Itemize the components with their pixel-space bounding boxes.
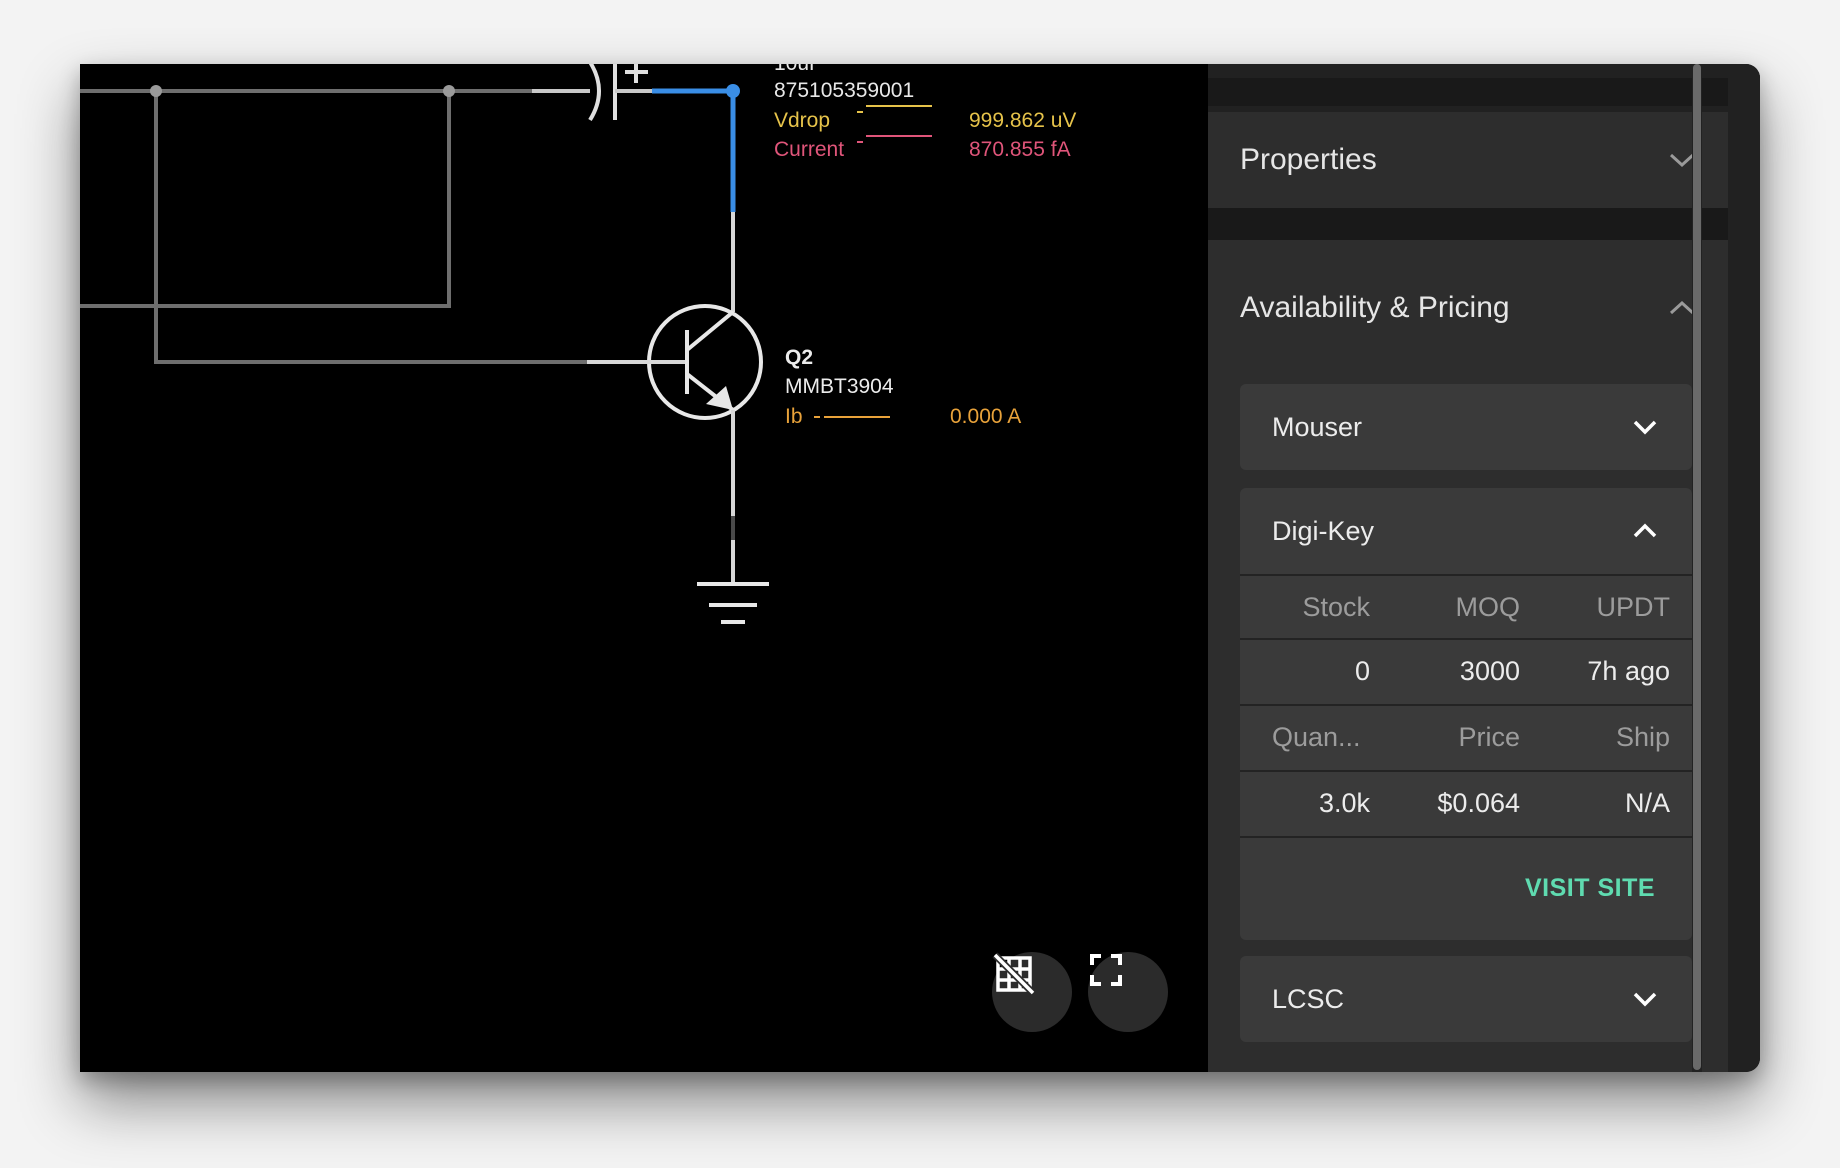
panel-divider [1208, 78, 1728, 106]
table-row-header-1: Stock MOQ UPDT [1240, 574, 1692, 638]
distributor-header-digikey[interactable]: Digi-Key [1240, 488, 1692, 574]
panel-divider [1208, 208, 1728, 240]
capacitor-symbol [532, 64, 652, 120]
price-value: $0.064 [1370, 788, 1520, 819]
distributor-header-mouser[interactable]: Mouser [1240, 384, 1692, 470]
chevron-up-icon [1632, 522, 1658, 540]
quantity-value: 3.0k [1240, 788, 1370, 819]
vdrop-trace-line [857, 106, 932, 112]
distributor-name: Digi-Key [1272, 516, 1374, 547]
column-header: UPDT [1520, 592, 1670, 623]
current-value: 870.855 fA [969, 138, 1071, 162]
distributor-header-lcsc[interactable]: LCSC [1240, 956, 1692, 1042]
availability-title: Availability & Pricing [1240, 291, 1510, 325]
moq-value: 3000 [1370, 656, 1520, 687]
table-row: 0 3000 7h ago [1240, 638, 1692, 702]
updated-value: 7h ago [1520, 656, 1670, 687]
current-label: Current [774, 138, 844, 162]
fullscreen-button[interactable] [1088, 952, 1168, 1032]
junction-dot [150, 85, 162, 97]
junction-dot-active [726, 84, 740, 98]
chevron-down-icon [1632, 990, 1658, 1008]
transistor-symbol [587, 306, 761, 418]
visit-site-link[interactable]: VISIT SITE [1525, 874, 1655, 903]
column-header: Quan... [1240, 722, 1370, 753]
vdrop-value: 999.862 uV [969, 109, 1076, 133]
scrollbar-thumb[interactable] [1693, 64, 1701, 1070]
transistor-ref-label: Q2 [785, 346, 813, 370]
column-header: Stock [1240, 592, 1370, 623]
transistor-part-label: MMBT3904 [785, 375, 894, 399]
fullscreen-icon [1088, 952, 1124, 988]
properties-section-header[interactable]: Properties [1208, 112, 1728, 208]
schematic-canvas[interactable]: 10uF 875105359001 Vdrop 999.862 uV Curre… [80, 64, 1208, 1072]
junction-dot [443, 85, 455, 97]
app-window: 10uF 875105359001 Vdrop 999.862 uV Curre… [80, 64, 1760, 1072]
table-divider [1240, 836, 1692, 838]
ship-value: N/A [1520, 788, 1670, 819]
column-header: Ship [1520, 722, 1670, 753]
stock-value: 0 [1240, 656, 1370, 687]
table-row-header-2: Quan... Price Ship [1240, 704, 1692, 768]
ground-symbol [697, 584, 769, 622]
distributor-name: LCSC [1272, 984, 1344, 1015]
distributor-card-lcsc: LCSC [1240, 956, 1692, 1042]
capacitor-part-label: 875105359001 [774, 79, 914, 103]
column-header: Price [1370, 722, 1520, 753]
ib-value: 0.000 A [950, 405, 1021, 429]
capacitor-value-label: 10uF [774, 64, 822, 76]
chevron-down-icon [1632, 418, 1658, 436]
wire-left-vertical [156, 91, 590, 362]
wire-loop [80, 91, 449, 306]
distributor-card-mouser: Mouser [1240, 384, 1692, 470]
vdrop-label: Vdrop [774, 109, 830, 133]
current-trace-line [857, 136, 932, 142]
column-header: MOQ [1370, 592, 1520, 623]
properties-title: Properties [1240, 143, 1377, 177]
table-row: 3.0k $0.064 N/A [1240, 770, 1692, 834]
grid-toggle-button[interactable] [992, 952, 1072, 1032]
grid-off-icon [992, 952, 1036, 996]
distributor-name: Mouser [1272, 412, 1362, 443]
ib-label: Ib [785, 405, 803, 429]
schematic-drawing [80, 64, 1208, 1072]
active-wire [652, 91, 733, 212]
